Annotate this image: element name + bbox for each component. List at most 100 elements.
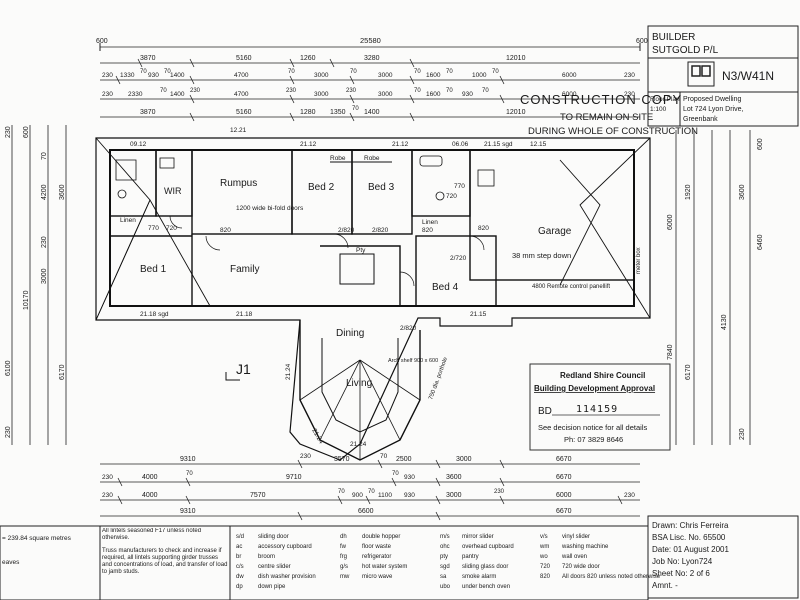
door-4: 2/820 xyxy=(400,325,417,332)
window-3: 21.12 xyxy=(300,141,317,148)
dim-top-r3-18: 230 xyxy=(624,72,635,79)
legend-meaning: smoke alarm xyxy=(462,574,496,580)
dim-top-r4-17: 230 xyxy=(624,91,635,98)
room-bed4: Bed 4 xyxy=(432,282,459,293)
bd-number: 114159 xyxy=(576,404,618,415)
dim-top-r3-8: 70 xyxy=(288,69,295,75)
legend-abbr: s/d xyxy=(236,534,244,540)
legend-abbr: v/s xyxy=(540,534,548,540)
dim-top-r3-11: 3000 xyxy=(378,72,393,79)
legend-meaning: vinyl slider xyxy=(562,534,590,540)
dim-top-r5-5: 70 xyxy=(352,106,359,112)
legend-abbr: g/s xyxy=(340,564,348,570)
window-7: 12.15 xyxy=(530,141,547,148)
door-3: 2/720 xyxy=(450,255,467,262)
legend-meaning: sliding door xyxy=(258,534,289,540)
dim-bot-r2-4: 9710 xyxy=(286,474,302,481)
legend-meaning: 720 wide door xyxy=(562,564,600,570)
dim-top-r5-6: 1400 xyxy=(364,109,380,116)
dim-bot-r3-2: 4000 xyxy=(142,492,158,499)
legend-meaning: sliding glass door xyxy=(462,564,508,570)
bd-prefix: BD xyxy=(538,406,552,417)
dim-top-r3-5: 70 xyxy=(164,69,171,75)
legend-meaning: down pipe xyxy=(258,584,286,590)
dim-top-r5-3: 1280 xyxy=(300,109,316,116)
dim-top-r4-7: 230 xyxy=(286,88,297,94)
dim-right-2: 1920 xyxy=(685,184,692,200)
project-line-2: Lot 724 Lyon Drive, xyxy=(683,106,743,113)
window-sgd-3: 21.15 xyxy=(470,311,487,318)
dim-bot-r3-8: 930 xyxy=(404,492,415,499)
dim-bot-r1-2: 230 xyxy=(300,453,311,460)
dim-bot-r2-2: 4000 xyxy=(142,474,158,481)
dim-bot-r1-5: 2500 xyxy=(396,456,412,463)
builder-label: BUILDER xyxy=(652,32,695,43)
dim-top-r3-2: 1330 xyxy=(120,72,135,79)
room-living: Living xyxy=(346,378,372,389)
dim-bot-r3-10: 230 xyxy=(494,489,505,495)
dim-top-r3-6: 1400 xyxy=(170,72,185,79)
dim-top-overall: 25580 xyxy=(360,36,381,45)
note-area: = 239.84 square metres xyxy=(2,535,72,542)
legend-meaning: micro wave xyxy=(362,574,393,580)
legend-abbr: ubo xyxy=(440,584,451,590)
room-bed1: Bed 1 xyxy=(140,264,167,275)
dim-top-r4-4: 1400 xyxy=(170,91,185,98)
dim-top-r4-13: 70 xyxy=(446,88,453,94)
plan-code: N3/W41N xyxy=(722,69,774,83)
dim-top-r2-1: 3870 xyxy=(140,55,156,62)
house-plan xyxy=(95,137,651,461)
note-bifold: 1200 wide bi-fold doors xyxy=(236,205,304,212)
dim-top-r3-14: 70 xyxy=(446,69,453,75)
dim-bot-r2-6: 930 xyxy=(404,474,415,481)
room-bed2: Bed 2 xyxy=(308,182,335,193)
note-lintels-block: All lintels seasoned F17 unless noted ot… xyxy=(102,528,227,575)
dim-left-3: 70 xyxy=(41,152,48,160)
door-8: 720 xyxy=(166,225,177,232)
note-eaves: eaves xyxy=(2,559,20,566)
room-linen-2: Linen xyxy=(422,219,438,226)
dim-bot-r3-11: 6000 xyxy=(556,492,572,499)
dim-bot-r3-5: 900 xyxy=(352,492,363,499)
dim-bot-r3-4: 70 xyxy=(338,489,345,495)
dim-top-r3-7: 4700 xyxy=(234,72,249,79)
note-remote-panel: 4800 Remote control panellift xyxy=(532,284,610,290)
plan-annotations: 1200 wide bi-fold doors 38 mm step down … xyxy=(130,127,642,448)
dim-top-overall-left: 600 xyxy=(96,38,108,45)
dim-top-r4-14: 930 xyxy=(462,91,473,98)
builder-name: SUTGOLD P/L xyxy=(652,45,719,56)
legend-meaning: mirror slider xyxy=(462,534,494,540)
plan-tag: Floor Plan xyxy=(650,96,680,103)
dim-top-r3-12: 70 xyxy=(414,69,421,75)
dim-bot-r1-4: 70 xyxy=(380,453,388,460)
dim-bot-r2-3: 70 xyxy=(186,471,193,477)
section-marker: J1 xyxy=(236,361,251,377)
plan-scale: 1:100 xyxy=(650,106,667,113)
dim-left-11: 230 xyxy=(5,426,12,438)
dim-top-r4-16: 6000 xyxy=(562,91,577,98)
window-6: 21.15 sgd xyxy=(484,141,513,148)
note-step-down: 38 mm step down xyxy=(512,251,571,260)
legend-meaning: hot water system xyxy=(362,564,407,570)
dim-top-r5-1: 3870 xyxy=(140,109,156,116)
dim-top-r3-17: 6000 xyxy=(562,72,577,79)
note-lintels: All lintels seasoned F17 unless noted ot… xyxy=(102,528,202,541)
dim-bot-r3-12: 230 xyxy=(624,492,635,499)
dim-right-3: 6000 xyxy=(667,214,674,230)
legend-meaning: under bench oven xyxy=(462,584,510,590)
during-construction-text: DURING WHOLE OF CONSTRUCTION xyxy=(528,126,698,137)
dim-left-6: 230 xyxy=(41,236,48,248)
dim-left-1: 230 xyxy=(5,126,12,138)
dim-top-r4-3: 70 xyxy=(160,88,167,94)
legend-meaning: double hopper xyxy=(362,534,400,540)
legend-abbr: m/s xyxy=(440,534,450,540)
dim-left-10: 6170 xyxy=(59,364,66,380)
left-dimensions: 230 600 70 3600 4200 230 3000 10170 6100… xyxy=(5,125,67,445)
amendment: Amnt. - xyxy=(652,581,678,590)
dim-bot-r1-7: 6670 xyxy=(556,456,572,463)
legend-abbr: sa xyxy=(440,574,447,580)
dim-top-r4-11: 70 xyxy=(414,88,421,94)
dim-bot-r2-5: 70 xyxy=(392,471,399,477)
council-approval-stamp: Redland Shire Council Building Developme… xyxy=(529,363,671,451)
